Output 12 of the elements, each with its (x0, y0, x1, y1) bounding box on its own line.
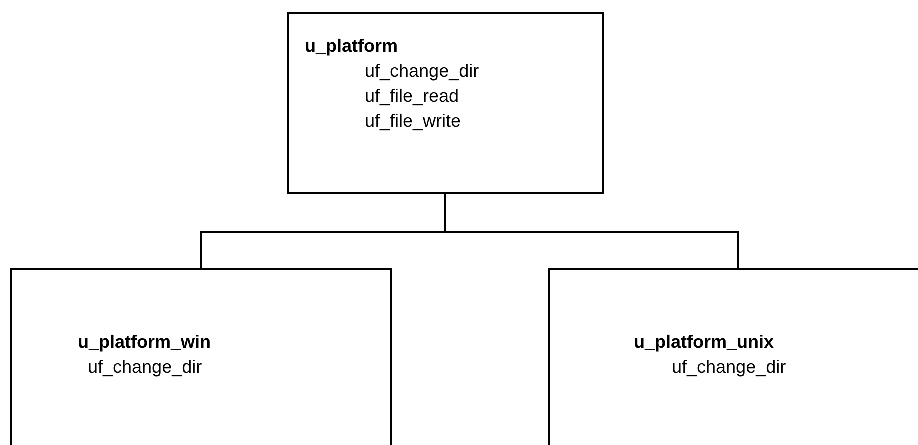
class-box (548, 268, 918, 445)
method-name: uf_change_dir (672, 356, 786, 378)
connector-line (444, 194, 739, 268)
class-box (287, 12, 604, 194)
method-name: uf_file_read (365, 85, 460, 107)
method-name: uf_file_write (365, 110, 462, 132)
method-name: uf_change_dir (365, 60, 480, 82)
class-name: u_platform_unix (634, 331, 774, 353)
class-box (10, 268, 392, 445)
class-name: u_platform (305, 35, 398, 57)
class-name: u_platform_win (78, 331, 212, 353)
method-name: uf_change_dir (88, 356, 202, 378)
